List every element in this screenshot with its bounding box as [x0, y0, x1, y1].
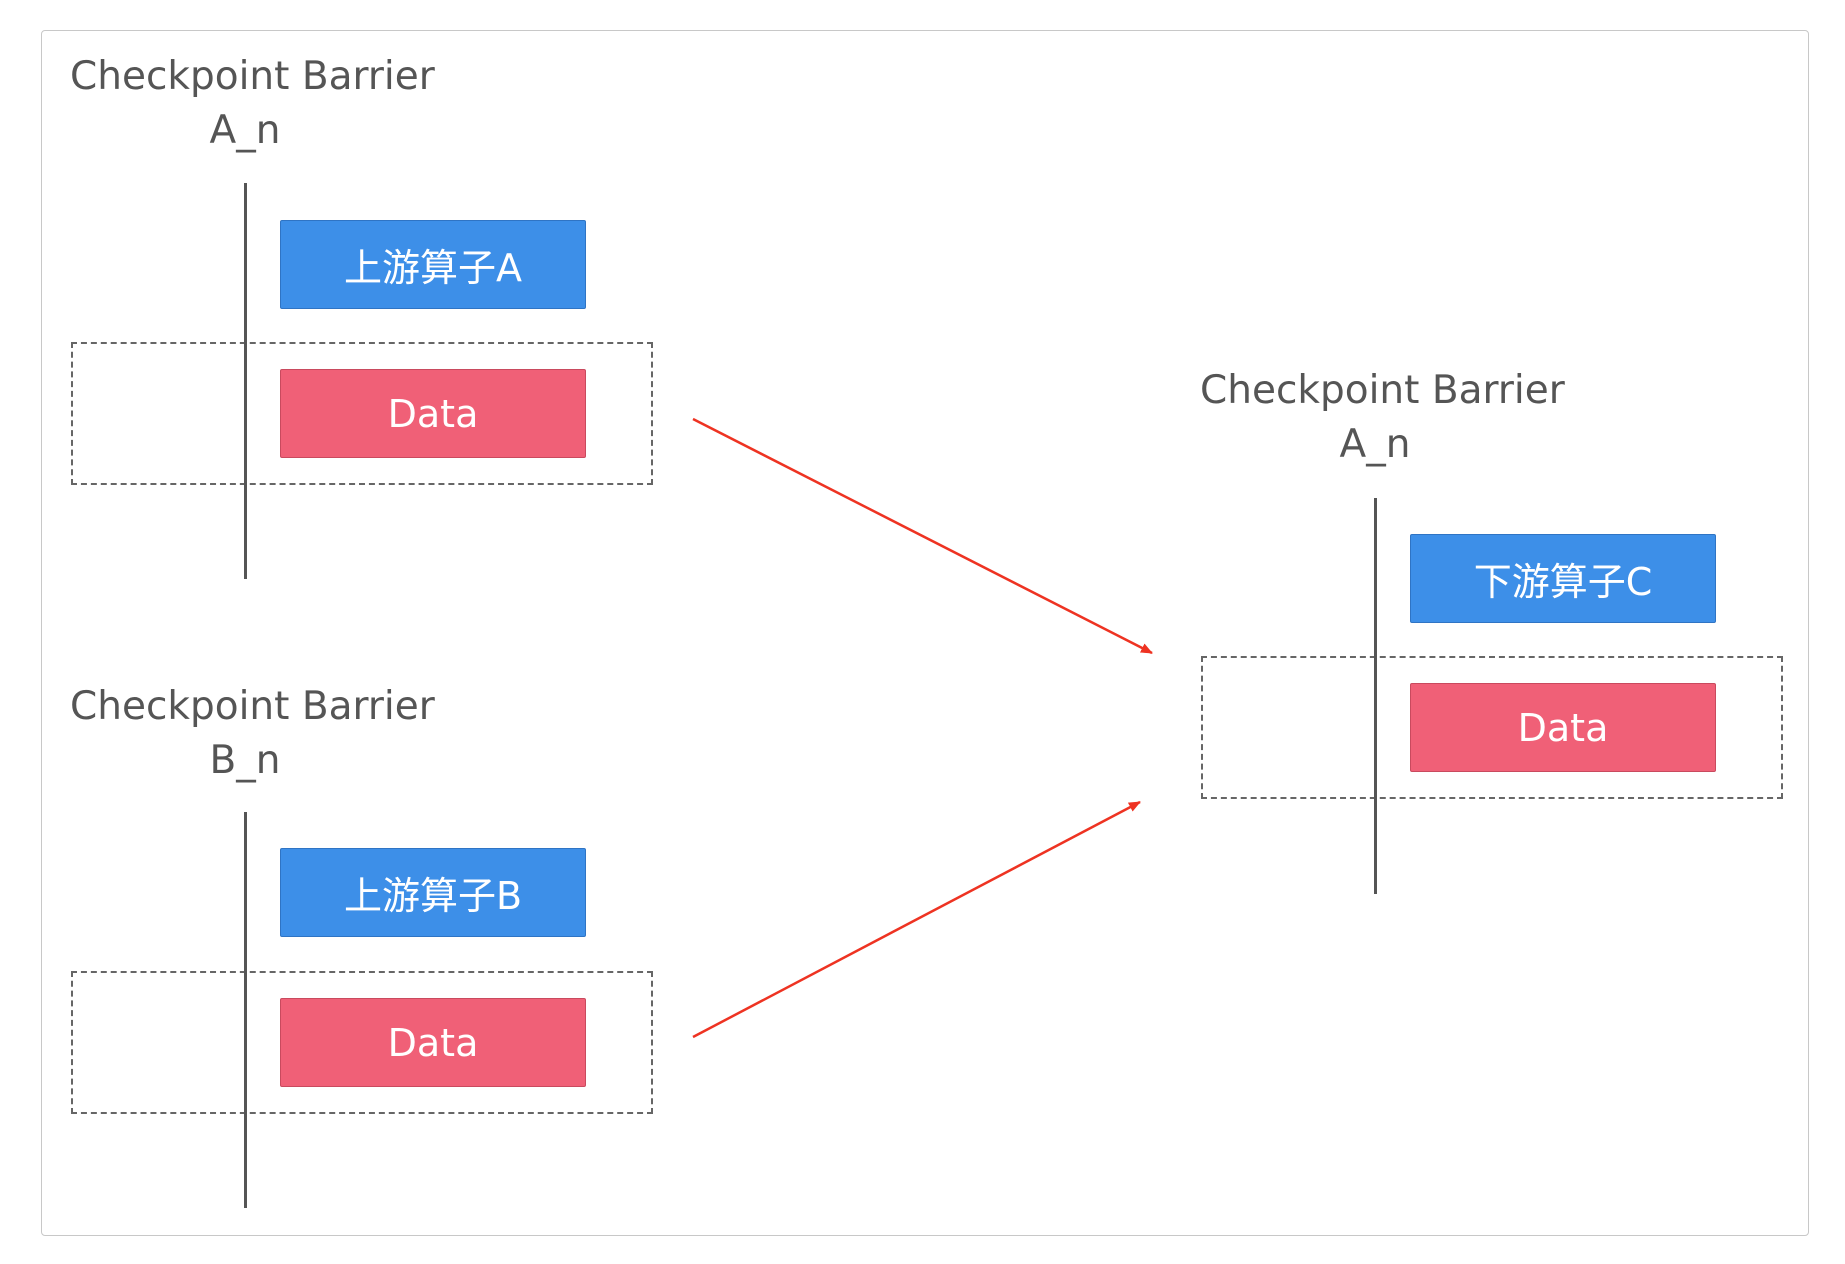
operator-label-b: 上游算子B: [343, 874, 523, 918]
barrier-title-b: Checkpoint Barrier: [70, 684, 435, 729]
barrier-line-a: [244, 183, 247, 579]
barrier-line-b: [244, 812, 247, 1208]
operator-box-c: 下游算子C: [1410, 534, 1716, 623]
operator-label-c: 下游算子C: [1473, 560, 1653, 604]
barrier-label-a: Checkpoint Barrier A_n: [70, 50, 435, 158]
data-buffer-box-b: [71, 971, 653, 1114]
operator-box-b: 上游算子B: [280, 848, 586, 937]
barrier-title-a: Checkpoint Barrier: [70, 54, 435, 99]
barrier-id-b: B_n: [209, 738, 281, 783]
barrier-id-a: A_n: [209, 108, 281, 153]
data-label-b: Data: [387, 1020, 479, 1065]
data-buffer-box-c: [1201, 656, 1783, 799]
data-box-a: Data: [280, 369, 586, 458]
data-box-b: Data: [280, 998, 586, 1087]
data-label-c: Data: [1517, 705, 1609, 750]
operator-label-a: 上游算子A: [344, 246, 522, 290]
barrier-line-c: [1374, 498, 1377, 894]
data-label-a: Data: [387, 391, 479, 436]
barrier-label-b: Checkpoint Barrier B_n: [70, 680, 435, 788]
data-box-c: Data: [1410, 683, 1716, 772]
operator-box-a: 上游算子A: [280, 220, 586, 309]
barrier-id-c: A_n: [1339, 422, 1411, 467]
barrier-label-c: Checkpoint Barrier A_n: [1200, 364, 1565, 472]
barrier-title-c: Checkpoint Barrier: [1200, 368, 1565, 413]
data-buffer-box-a: [71, 342, 653, 485]
